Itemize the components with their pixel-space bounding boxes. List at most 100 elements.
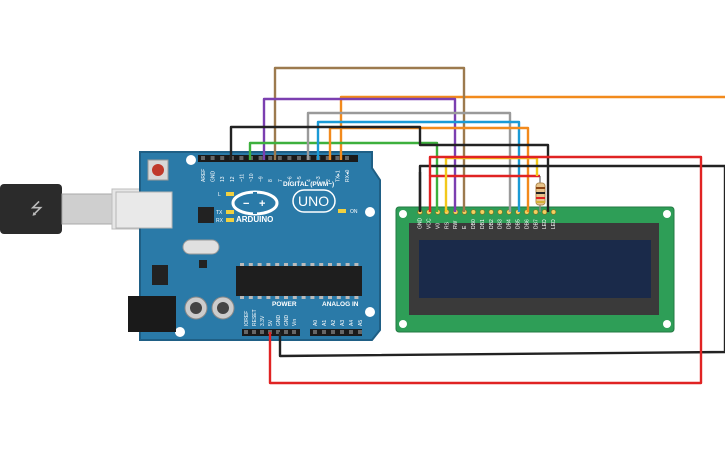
- chip-pin: [275, 263, 280, 266]
- resistor: [535, 176, 546, 212]
- chip-pin: [310, 263, 315, 266]
- digital-pin-label: AREF: [201, 169, 207, 182]
- digital-pin[interactable]: [325, 156, 330, 160]
- digital-pin-label: ~11: [239, 174, 245, 182]
- digital-pin-label: TX▸1: [335, 170, 341, 182]
- power-label: POWER: [272, 301, 297, 308]
- digital-pin[interactable]: [239, 156, 244, 160]
- power-pin-label: GND: [276, 315, 282, 327]
- lcd-pin[interactable]: [479, 209, 485, 215]
- lcd-screen: [419, 240, 651, 298]
- chip-pin: [248, 263, 253, 266]
- lcd-pin[interactable]: [541, 209, 548, 215]
- analog-pin[interactable]: [358, 330, 362, 334]
- lcd-pin-label: RS: [444, 221, 450, 229]
- chip-pin: [319, 296, 324, 299]
- power-pin[interactable]: [260, 330, 264, 334]
- lcd-pin-label: V0: [435, 223, 441, 229]
- chip-pin: [240, 263, 244, 266]
- model-label: UNO: [298, 193, 329, 209]
- power-pin[interactable]: [284, 330, 288, 334]
- chip-pin: [257, 263, 262, 266]
- analog-label: ANALOG IN: [322, 301, 359, 308]
- power-pin-label: 5V: [268, 319, 274, 326]
- arduino-board: L TX RX ON − + ARDUINO UNO DIGITAL (PWM~…: [115, 151, 381, 341]
- analog-pin[interactable]: [340, 330, 344, 334]
- digital-pin[interactable]: [210, 156, 215, 160]
- led-tx-label: TX: [216, 210, 223, 216]
- digital-label: DIGITAL (PWM~): [283, 181, 334, 188]
- chip-pin: [336, 263, 341, 266]
- wire-orange-long: [339, 95, 725, 160]
- lcd-pin-label: LED: [542, 219, 548, 229]
- lcd-pin-label: E: [462, 225, 468, 229]
- chip-pin: [328, 263, 332, 266]
- lcd-pin-label: RW: [453, 220, 459, 229]
- wire-purple: [262, 97, 457, 212]
- lcd-pin-label: LED: [551, 219, 557, 229]
- lcd-pin[interactable]: [470, 209, 477, 215]
- analog-pin-label: A4: [349, 320, 355, 326]
- led-rx-label: RX: [216, 218, 224, 224]
- digital-pin-label: 2: [326, 179, 332, 182]
- lcd-pin[interactable]: [533, 209, 539, 215]
- digital-pin[interactable]: [297, 156, 301, 160]
- chip-pin: [301, 263, 306, 266]
- lcd-pin-label: DB2: [489, 219, 495, 229]
- power-pin-label: 3.3V: [260, 315, 266, 326]
- power-pin[interactable]: [252, 330, 256, 334]
- chip-pin: [284, 263, 288, 266]
- chip-pin: [336, 296, 341, 299]
- power-pin-label: Vin: [292, 319, 298, 326]
- digital-pin[interactable]: [335, 156, 340, 160]
- analog-pin-label: A3: [340, 320, 346, 326]
- digital-pin[interactable]: [258, 156, 263, 160]
- digital-pin-label: 4: [307, 179, 313, 182]
- lcd-pin[interactable]: [550, 209, 557, 215]
- chip-pin: [266, 263, 271, 266]
- arduino-logo: − +: [231, 190, 279, 216]
- lcd-pin-label: DB1: [480, 219, 486, 229]
- power-pin-label: GND: [284, 315, 290, 327]
- wire-green: [248, 141, 439, 212]
- analog-pin[interactable]: [349, 330, 353, 334]
- digital-pin-label: ~5: [297, 176, 303, 182]
- lcd-pin[interactable]: [497, 209, 503, 215]
- lcd-pin-label: DB6: [524, 219, 530, 229]
- chip-pin: [240, 296, 244, 299]
- chip-pin: [248, 296, 253, 299]
- power-pin[interactable]: [276, 330, 280, 334]
- led-on-label: ON: [350, 209, 358, 215]
- chip-pin: [266, 296, 271, 299]
- chip-pin: [354, 296, 359, 299]
- digital-pin[interactable]: [287, 156, 292, 160]
- lcd-pin-label: VCC: [427, 218, 433, 229]
- digital-pin[interactable]: [220, 156, 225, 160]
- chip-pin: [310, 296, 315, 299]
- chip-pin: [292, 296, 297, 299]
- analog-pin-label: A0: [313, 320, 319, 326]
- digital-pin[interactable]: [268, 156, 273, 160]
- analog-pin[interactable]: [313, 330, 317, 334]
- wire-black-gnd: [278, 164, 725, 358]
- digital-pin[interactable]: [345, 156, 349, 160]
- lcd-pin[interactable]: [488, 209, 494, 215]
- power-pin[interactable]: [244, 330, 248, 334]
- digital-pin-label: 12: [230, 176, 236, 182]
- power-pin[interactable]: [292, 330, 296, 334]
- analog-pin[interactable]: [331, 330, 335, 334]
- chip-pin: [354, 263, 359, 266]
- lcd-pin-label: DB5: [516, 219, 522, 229]
- digital-pin[interactable]: [201, 156, 205, 160]
- power-pin-label: IOREF: [244, 311, 250, 326]
- wire-gray: [306, 111, 512, 212]
- digital-pin-label: 8: [268, 179, 274, 182]
- analog-pin[interactable]: [322, 330, 326, 334]
- digital-pin-label: ~6: [287, 176, 293, 182]
- wire-red-5v: [268, 155, 703, 385]
- chip-pin: [319, 263, 324, 266]
- analog-pin-label: A1: [322, 320, 328, 326]
- svg-text:+: +: [259, 198, 265, 210]
- digital-pin[interactable]: [277, 156, 282, 160]
